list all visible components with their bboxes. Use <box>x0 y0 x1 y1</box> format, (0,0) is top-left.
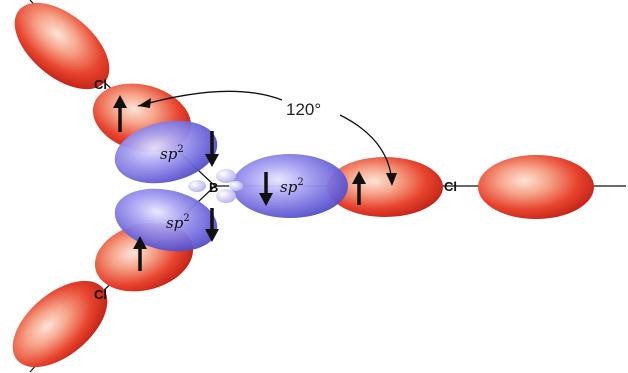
b-sp2-lobe-right <box>232 154 348 218</box>
b-small-lobe-bottom <box>216 189 236 203</box>
sp2-label-upper-base: sp <box>160 145 178 163</box>
cl-upper-back-lobe <box>14 2 110 90</box>
spin-down-arrowhead-b-lower <box>205 229 219 242</box>
spin-up-arrowhead-cl-lower <box>133 236 147 249</box>
angle-label: 120° <box>286 100 321 119</box>
cl-right-bonding-lobe <box>327 157 443 217</box>
sp2-label-right: sp2 <box>280 177 304 196</box>
spin-up-arrowhead-cl-right <box>352 171 366 184</box>
angle-arrowhead-right <box>386 173 397 186</box>
angle-label-background <box>282 97 338 121</box>
angle-arrowhead-left <box>138 98 151 108</box>
b-sp2-lobe-lower <box>114 188 218 252</box>
cl-right-label: Cl <box>444 179 457 194</box>
angle-arc-left <box>137 90 283 107</box>
b-small-lobe-right <box>229 181 243 191</box>
sp2-label-lower-base: sp <box>166 214 184 232</box>
b-sp2-lobe-upper <box>114 120 218 184</box>
cl-lower-back-lobe <box>12 280 108 368</box>
boron-label: B <box>209 180 218 195</box>
sp2-label-lower: sp2 <box>166 213 190 232</box>
sp2-label-upper: sp2 <box>160 144 184 163</box>
sp2-label-right-sup: 2 <box>297 177 303 188</box>
spin-down-arrowhead-b-upper <box>205 154 219 167</box>
b-small-lobe-left <box>188 180 206 192</box>
sp2-label-lower-sup: 2 <box>183 213 189 224</box>
spin-up-arrowhead-cl-upper <box>113 95 127 108</box>
spin-arrows <box>113 95 366 271</box>
sp2-label-right-base: sp <box>280 178 298 196</box>
sp2-label-upper-sup: 2 <box>177 144 183 155</box>
b-small-lobe-top <box>216 169 236 183</box>
cl-right-back-lobe <box>478 155 594 219</box>
cl-upper-label: Cl <box>94 77 107 92</box>
spin-down-arrowhead-b-right <box>259 193 273 206</box>
cl-lower-label: Cl <box>94 287 107 302</box>
